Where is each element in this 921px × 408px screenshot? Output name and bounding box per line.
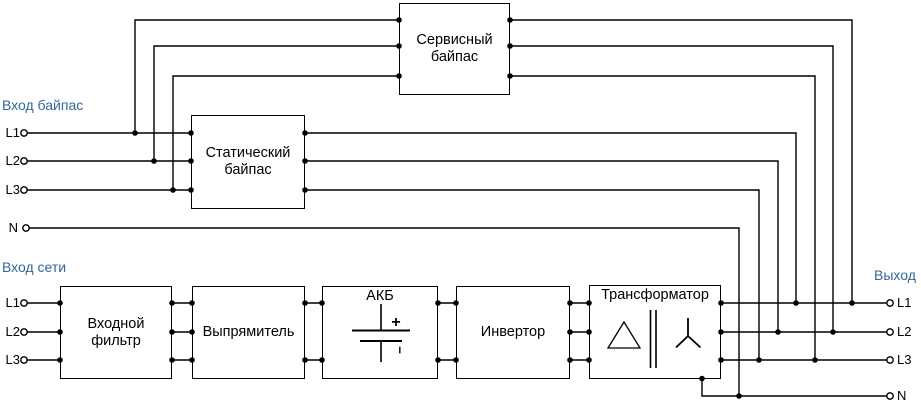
interblock-wires bbox=[172, 302, 589, 361]
service-bypass-label-line2: байпас bbox=[430, 49, 479, 65]
out-l3-label: L3 bbox=[897, 352, 912, 367]
mains-input-section-label: Вход сети bbox=[2, 259, 67, 275]
service-bypass-feed-l3 bbox=[172, 75, 399, 190]
input-filter-label-line1: Входной bbox=[87, 315, 145, 332]
mains-in-l1-label: L1 bbox=[5, 295, 20, 310]
output-wires bbox=[721, 302, 887, 361]
mains-input-wires bbox=[27, 302, 60, 361]
bypass-in-l2-label: L2 bbox=[5, 153, 20, 168]
mains-in-l3-label: L3 bbox=[5, 352, 20, 367]
service-bypass-feed-l2 bbox=[153, 45, 399, 161]
mains-in-l2-label: L2 bbox=[5, 324, 20, 339]
bypass-in-l3-label: L3 bbox=[5, 182, 20, 197]
output-section-label: Выход bbox=[874, 267, 916, 283]
neutral-in-wire bbox=[29, 227, 740, 396]
bypass-input-wires bbox=[27, 132, 191, 191]
transformer-block: Трансформатор bbox=[589, 285, 721, 379]
bypass-input-section-label: Вход байпас bbox=[2, 97, 84, 113]
battery-label: АКБ bbox=[366, 288, 394, 304]
transformer-label: Трансформатор bbox=[601, 287, 709, 303]
neutral-in-label: N bbox=[8, 220, 18, 235]
neutral-wires bbox=[29, 227, 887, 397]
rectifier-label: Выпрямитель bbox=[202, 324, 295, 340]
service-bypass-out-l1 bbox=[510, 19, 853, 303]
service-bypass-out-l3 bbox=[510, 75, 816, 360]
static-bypass-block: Статический байпас bbox=[191, 115, 305, 209]
input-filter-label-line2: фильтр bbox=[91, 332, 141, 349]
static-bypass-label-line1: Статический bbox=[205, 145, 291, 161]
service-bypass-out-l2 bbox=[510, 45, 834, 332]
service-bypass-block: Сервисный байпас bbox=[399, 3, 510, 95]
inverter-block: Инвертор bbox=[456, 286, 570, 379]
battery-block: АКБ bbox=[322, 286, 438, 379]
rectifier-block: Выпрямитель bbox=[192, 286, 305, 379]
out-n-label: N bbox=[897, 388, 907, 403]
static-bypass-label-line2: байпас bbox=[224, 162, 272, 178]
neutral-out-wire bbox=[701, 379, 887, 397]
input-filter-block: Входной фильтр bbox=[60, 286, 172, 379]
service-bypass-wires bbox=[134, 19, 853, 360]
static-bypass-out-l2 bbox=[305, 160, 779, 332]
static-bypass-out-l1 bbox=[305, 132, 797, 303]
out-l1-label: L1 bbox=[897, 295, 912, 310]
bypass-in-l1-label: L1 bbox=[5, 125, 20, 140]
out-l2-label: L2 bbox=[897, 324, 912, 339]
service-bypass-feed-l1 bbox=[134, 19, 399, 133]
inverter-label: Инвертор bbox=[480, 324, 546, 340]
service-bypass-label-line1: Сервисный bbox=[416, 32, 493, 48]
